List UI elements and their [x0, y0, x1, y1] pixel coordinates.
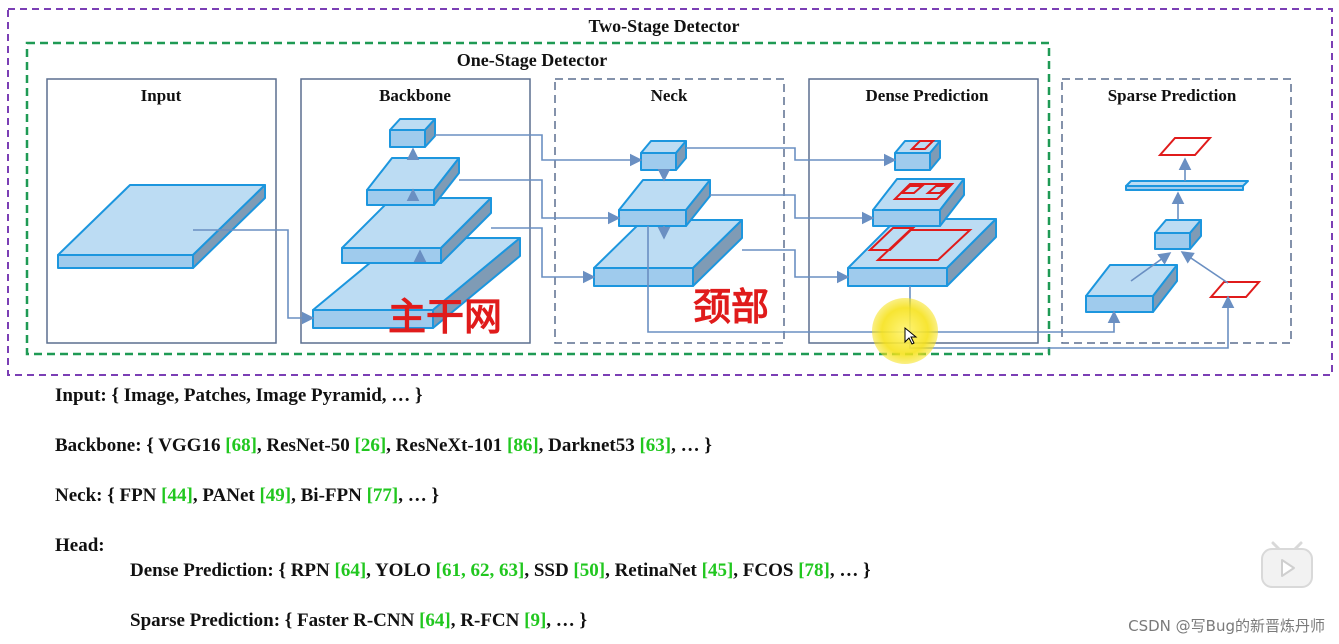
neck-ref-1: [44] [161, 485, 193, 506]
neck-text-4: , … } [398, 485, 439, 506]
two-stage-frame [7, 8, 1333, 376]
watermark: CSDN @写Bug的新晋炼丹师 [1128, 617, 1325, 635]
sparse-line: Sparse Prediction: { Faster R-CNN [64], … [130, 610, 587, 632]
backbone-text-3: , ResNeXt-101 [386, 435, 507, 456]
backbone-box [300, 78, 531, 344]
detector-diagram: Two-Stage Detector One-Stage Detector In… [7, 8, 1333, 376]
dense-text-1: Dense Prediction: { RPN [130, 560, 335, 581]
sparse-ref-2: [9] [524, 610, 547, 631]
dense-text-6: , … } [829, 560, 871, 581]
backbone-text-1: Backbone: { VGG16 [55, 435, 226, 456]
sparse-text-3: , … } [546, 610, 588, 631]
two-stage-title: Two-Stage Detector [588, 16, 739, 36]
backbone-ref-4: [63] [639, 435, 672, 456]
head-line: Head: [55, 535, 105, 557]
sparse-fc-layer [1125, 180, 1249, 191]
dense-ref-4: [45] [701, 560, 734, 581]
neck-label: Neck [651, 86, 688, 105]
neck-level-3 [640, 140, 687, 171]
backbone-level-2 [341, 197, 492, 264]
dense-level-3 [894, 140, 941, 171]
input-label: Input [141, 86, 182, 105]
neck-level-1 [593, 219, 743, 287]
backbone-text-2: , ResNet-50 [256, 435, 355, 456]
sparse-output-box [1157, 137, 1213, 156]
dense-ref-3: [50] [573, 560, 606, 581]
neck-text-1: Neck: { FPN [55, 485, 162, 506]
sparse-ref-1: [64] [419, 610, 451, 631]
neck-line: Neck: { FPN [44], PANet [49], Bi-FPN [77… [55, 485, 439, 507]
input-image-slab [57, 184, 266, 269]
input-box [46, 78, 277, 344]
backbone-text-4: , Darknet53 [538, 435, 640, 456]
sparse-prediction-label: Sparse Prediction [1108, 86, 1237, 105]
one-stage-title: One-Stage Detector [457, 50, 607, 70]
input-line: Input: { Image, Patches, Image Pyramid, … [55, 385, 423, 407]
play-icon[interactable] [1259, 540, 1315, 590]
neck-level-2 [618, 179, 711, 227]
dense-level-1 [847, 218, 997, 287]
neck-text-2: , PANet [192, 485, 260, 506]
neck-text-3: , Bi-FPN [291, 485, 367, 506]
backbone-ref-1: [68] [225, 435, 257, 456]
head-label: Head: [55, 535, 105, 556]
dense-ref-2: [61, 62, 63] [435, 560, 525, 581]
backbone-level-1 [312, 237, 521, 329]
dense-text-5: , FCOS [733, 560, 799, 581]
dense-text-2: , YOLO [366, 560, 436, 581]
input-line-text: Input: { Image, Patches, Image Pyramid, … [55, 385, 423, 406]
backbone-level-4 [389, 118, 436, 148]
prediction-boxes [867, 137, 1262, 298]
dense-text-3: , SSD [524, 560, 574, 581]
backbone-cn-annotation: 主干网 [388, 295, 502, 339]
backbone-label: Backbone [379, 86, 451, 105]
neck-ref-3: [77] [366, 485, 399, 506]
sparse-proposal-box [1208, 281, 1262, 298]
one-stage-frame [25, 41, 1051, 356]
dense-text-4: , RetinaNet [605, 560, 702, 581]
backbone-ref-2: [26] [354, 435, 387, 456]
backbone-line: Backbone: { VGG16 [68], ResNet-50 [26], … [55, 435, 712, 457]
dense-prediction-label: Dense Prediction [866, 86, 989, 105]
backbone-ref-3: [86] [507, 435, 539, 456]
cursor-highlight-icon [872, 298, 938, 364]
backbone-text-5: , … } [671, 435, 712, 456]
sparse-roi-block [1154, 219, 1202, 250]
dense-ref-5: [78] [798, 560, 830, 581]
sparse-text-1: Sparse Prediction: { Faster R-CNN [130, 610, 420, 631]
sparse-text-2: , R-FCN [450, 610, 525, 631]
dense-ref-1: [64] [334, 560, 367, 581]
feature-blocks [57, 118, 1249, 329]
sparse-feature-slab [1085, 264, 1178, 313]
dense-line: Dense Prediction: { RPN [64], YOLO [61, … [130, 560, 871, 582]
neck-cn-annotation: 颈部 [693, 285, 769, 329]
neck-ref-2: [49] [259, 485, 292, 506]
